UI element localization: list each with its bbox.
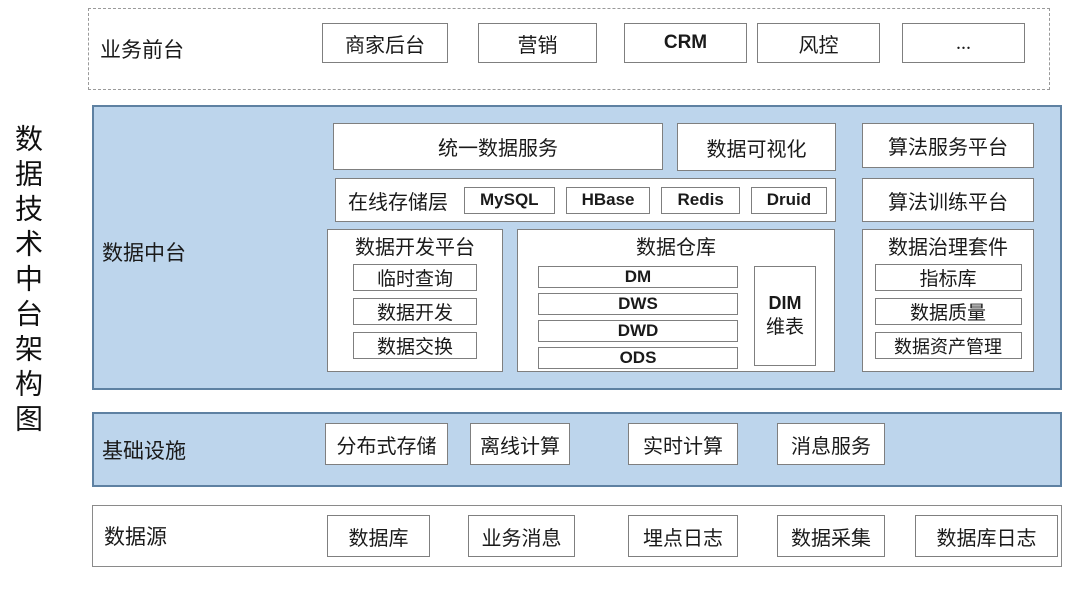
infrastructure-section: 基础设施 分布式存储 离线计算 实时计算 消息服务 bbox=[92, 412, 1062, 487]
algo-training-platform-box: 算法训练平台 bbox=[862, 178, 1034, 222]
dev-item-data-exchange: 数据交换 bbox=[353, 332, 477, 359]
business-front-label: 业务前台 bbox=[100, 38, 184, 62]
data-platform-section: 数据中台 统一数据服务 数据可视化 算法服务平台 在线存储层 MySQL HBa… bbox=[92, 105, 1062, 390]
infra-item-distributed-storage: 分布式存储 bbox=[325, 423, 448, 465]
warehouse-layer-dm: DM bbox=[538, 266, 738, 288]
warehouse-layer-dws: DWS bbox=[538, 293, 738, 315]
warehouse-layer-ods: ODS bbox=[538, 347, 738, 369]
dev-item-data-dev: 数据开发 bbox=[353, 298, 477, 325]
algo-service-platform-box: 算法服务平台 bbox=[862, 123, 1034, 168]
data-dev-platform-panel: 数据开发平台 临时查询 数据开发 数据交换 bbox=[327, 229, 503, 372]
storage-mysql-box: MySQL bbox=[464, 186, 555, 214]
dev-item-adhoc-query: 临时查询 bbox=[353, 264, 477, 291]
source-item-database: 数据库 bbox=[327, 515, 430, 557]
storage-redis-box: Redis bbox=[661, 186, 740, 214]
front-item-risk-control: 风控 bbox=[757, 23, 880, 63]
data-warehouse-title: 数据仓库 bbox=[636, 237, 716, 259]
online-storage-label: 在线存储层 bbox=[348, 191, 448, 214]
unified-data-service-box: 统一数据服务 bbox=[333, 123, 663, 170]
data-warehouse-panel: 数据仓库 DM DWS DWD ODS DIM 维表 bbox=[517, 229, 835, 372]
data-governance-panel: 数据治理套件 指标库 数据质量 数据资产管理 bbox=[862, 229, 1034, 372]
source-item-data-collection: 数据采集 bbox=[777, 515, 885, 557]
online-storage-row: 在线存储层 MySQL HBase Redis Druid bbox=[335, 178, 836, 222]
source-item-database-log: 数据库日志 bbox=[915, 515, 1058, 557]
infra-item-message-service: 消息服务 bbox=[777, 423, 885, 465]
infra-item-offline-compute: 离线计算 bbox=[470, 423, 570, 465]
front-item-marketing: 营销 bbox=[478, 23, 597, 63]
governance-item-data-quality: 数据质量 bbox=[874, 298, 1022, 325]
front-item-crm: CRM bbox=[624, 23, 747, 63]
governance-item-metric-store: 指标库 bbox=[874, 264, 1022, 291]
dim-table-box: DIM 维表 bbox=[754, 266, 816, 366]
data-sources-label: 数据源 bbox=[104, 525, 167, 549]
source-item-business-message: 业务消息 bbox=[468, 515, 575, 557]
governance-item-asset-mgmt: 数据资产管理 bbox=[874, 332, 1022, 359]
data-visualization-box: 数据可视化 bbox=[677, 123, 836, 171]
data-platform-label: 数据中台 bbox=[102, 241, 186, 265]
infra-item-realtime-compute: 实时计算 bbox=[628, 423, 738, 465]
data-governance-title: 数据治理套件 bbox=[888, 237, 1008, 259]
business-front-section: 业务前台 商家后台 营销 CRM 风控 ... bbox=[88, 8, 1050, 90]
storage-hbase-box: HBase bbox=[565, 186, 651, 214]
data-dev-platform-title: 数据开发平台 bbox=[355, 237, 475, 259]
infrastructure-label: 基础设施 bbox=[102, 438, 186, 463]
dim-table-label: 维表 bbox=[765, 317, 804, 339]
data-sources-section: 数据源 数据库 业务消息 埋点日志 数据采集 数据库日志 bbox=[92, 505, 1062, 567]
front-item-merchant-backend: 商家后台 bbox=[322, 23, 448, 63]
diagram-title: 数据技术中台架构图 bbox=[11, 124, 42, 439]
warehouse-layer-dwd: DWD bbox=[538, 320, 738, 342]
source-item-tracking-log: 埋点日志 bbox=[628, 515, 738, 557]
front-item-more: ... bbox=[902, 23, 1025, 63]
dim-label: DIM bbox=[768, 293, 802, 314]
storage-druid-box: Druid bbox=[750, 186, 828, 214]
